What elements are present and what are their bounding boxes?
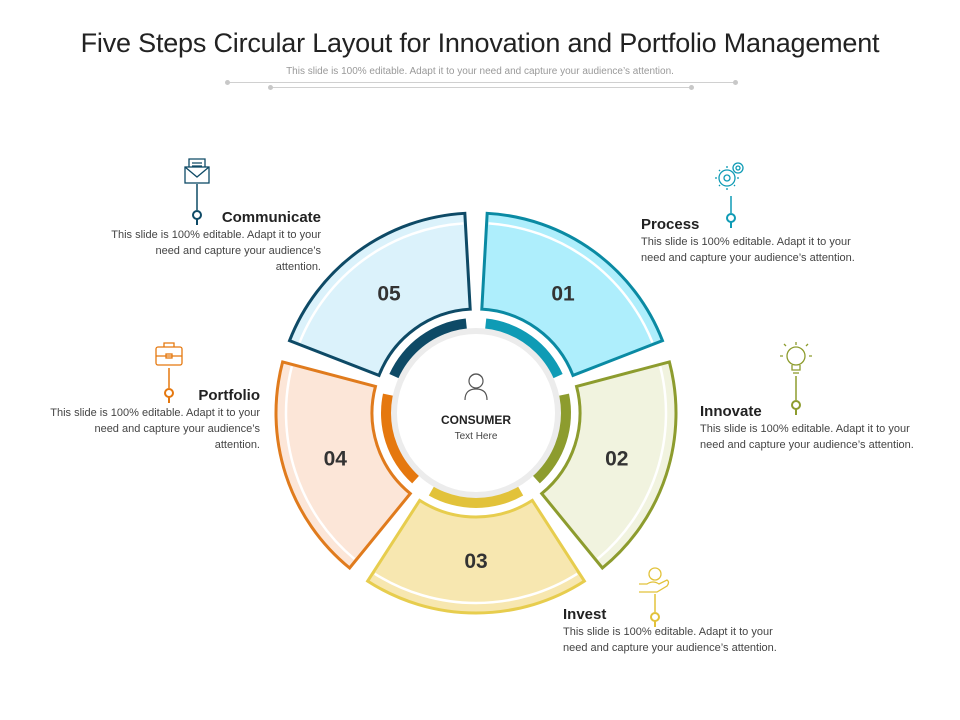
segment-rim-communicate: [298, 222, 464, 343]
lightbulb-icon: [780, 342, 812, 374]
segment-number-communicate: 05: [377, 282, 401, 305]
envelope-icon: [184, 158, 210, 184]
segment-communicate: [287, 211, 472, 378]
divider-dot-left: [225, 80, 230, 85]
segment-number-portfolio: 04: [324, 448, 348, 471]
money-hand-icon: [639, 567, 670, 593]
step-portfolio: Portfolio This slide is 100% editable. A…: [48, 387, 260, 453]
step-heading: Communicate: [221, 209, 321, 226]
segment-rim-portfolio: [284, 366, 356, 560]
center-title: CONSUMER: [441, 413, 511, 427]
segment-rim-innovate: [596, 366, 668, 560]
step-communicate: Communicate This slide is 100% editable.…: [108, 209, 321, 275]
segment-rim-invest: [374, 572, 578, 605]
step-body: This slide is 100% editable. Adapt it to…: [700, 423, 914, 451]
step-body: This slide is 100% editable. Adapt it to…: [563, 626, 777, 654]
step-innovate: Innovate This slide is 100% editable. Ad…: [700, 403, 920, 453]
step-heading: Process: [641, 216, 700, 233]
briefcase-icon: [155, 342, 183, 366]
user-icon: [464, 373, 488, 401]
gears-icon: [715, 162, 744, 190]
step-process: Process This slide is 100% editable. Ada…: [641, 216, 861, 266]
divider-dot-lower-right: [689, 85, 694, 90]
segment-number-invest: 03: [464, 550, 487, 573]
center-circle: [391, 328, 561, 498]
step-body: This slide is 100% editable. Adapt it to…: [641, 236, 855, 264]
segment-innovate: [539, 360, 678, 571]
page-subtitle: This slide is 100% editable. Adapt it to…: [286, 66, 674, 77]
segment-invest: [365, 498, 587, 615]
segment-process: [480, 211, 665, 378]
step-heading: Innovate: [700, 403, 762, 420]
step-body: This slide is 100% editable. Adapt it to…: [111, 229, 321, 273]
divider-dot-lower-left: [268, 85, 273, 90]
center-subtitle: Text Here: [455, 431, 498, 442]
step-heading: Invest: [563, 606, 607, 623]
step-invest: Invest This slide is 100% editable. Adap…: [563, 606, 778, 656]
segment-rim-process: [488, 222, 654, 343]
segment-number-process: 01: [551, 282, 575, 305]
divider-dot-right: [733, 80, 738, 85]
step-heading: Portfolio: [198, 387, 260, 404]
subtitle-divider: [227, 82, 737, 83]
page-title: Five Steps Circular Layout for Innovatio…: [80, 28, 880, 58]
step-body: This slide is 100% editable. Adapt it to…: [50, 407, 260, 451]
subtitle-divider-lower: [270, 87, 692, 88]
segment-number-innovate: 02: [605, 448, 628, 471]
segment-portfolio: [274, 360, 413, 571]
